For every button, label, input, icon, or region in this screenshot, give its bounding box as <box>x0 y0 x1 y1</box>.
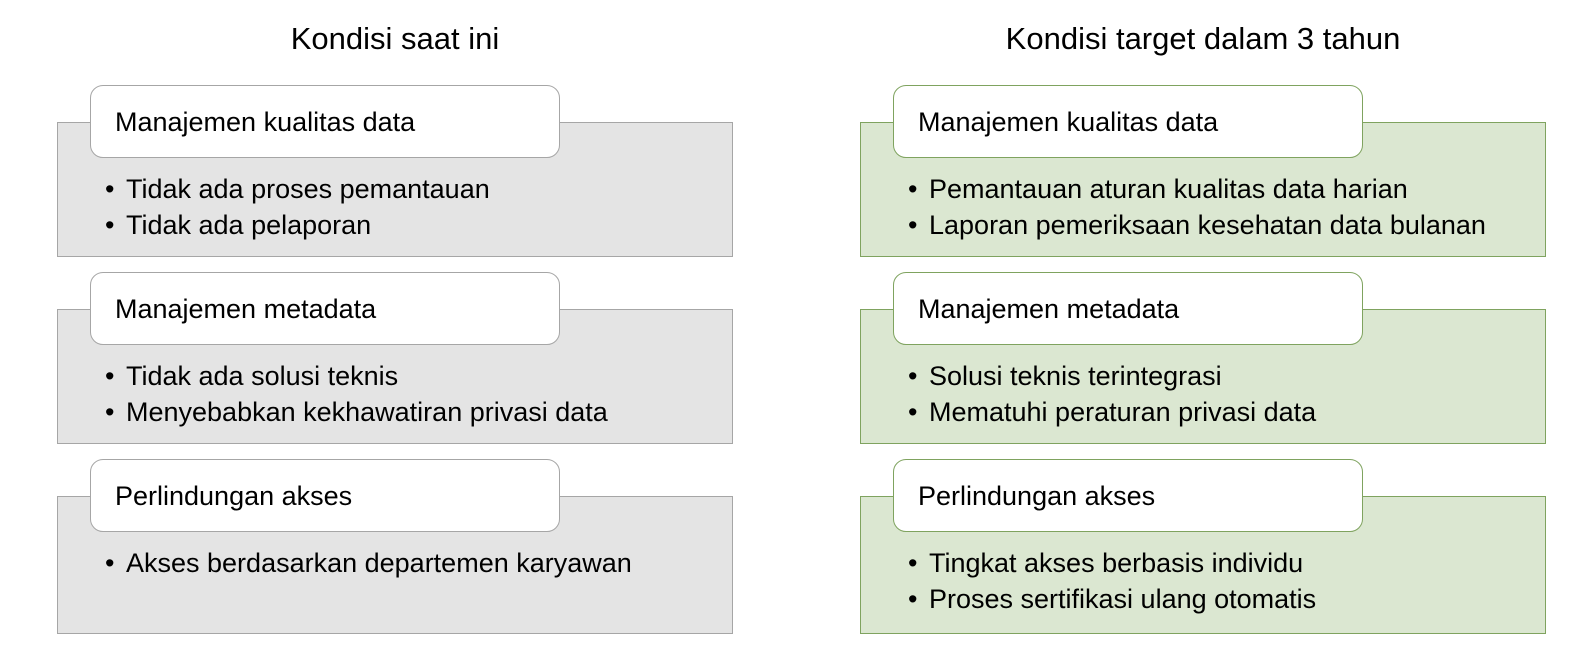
card-bullet-list: Tidak ada solusi teknis Menyebabkan kekh… <box>105 358 608 430</box>
list-item: Tidak ada proses pemantauan <box>105 171 490 207</box>
list-item: Akses berdasarkan departemen karyawan <box>105 545 632 581</box>
card-header-chip[interactable]: Manajemen metadata <box>893 272 1363 345</box>
list-item: Laporan pemeriksaan kesehatan data bulan… <box>908 207 1486 243</box>
card-bullet-list: Akses berdasarkan departemen karyawan <box>105 545 632 581</box>
card-header-label: Perlindungan akses <box>115 480 353 511</box>
card-bullet-list: Pemantauan aturan kualitas data harian L… <box>908 171 1486 243</box>
list-item: Proses sertifikasi ulang otomatis <box>908 581 1316 617</box>
card-header-label: Manajemen metadata <box>918 293 1180 324</box>
card-header-label: Manajemen kualitas data <box>918 106 1219 137</box>
list-item: Tingkat akses berbasis individu <box>908 545 1316 581</box>
list-item: Tidak ada solusi teknis <box>105 358 608 394</box>
list-item: Pemantauan aturan kualitas data harian <box>908 171 1486 207</box>
list-item: Tidak ada pelaporan <box>105 207 490 243</box>
card-header-chip[interactable]: Manajemen kualitas data <box>893 85 1363 158</box>
card-header-label: Manajemen kualitas data <box>115 106 416 137</box>
list-item: Menyebabkan kekhawatiran privasi data <box>105 394 608 430</box>
card-header-label: Manajemen metadata <box>115 293 377 324</box>
card-header-chip[interactable]: Manajemen metadata <box>90 272 560 345</box>
column-title-current-state: Kondisi saat ini <box>290 21 500 56</box>
column-title-target-state: Kondisi target dalam 3 tahun <box>1005 21 1401 56</box>
card-bullet-list: Solusi teknis terintegrasi Mematuhi pera… <box>908 358 1316 430</box>
card-header-chip[interactable]: Perlindungan akses <box>90 459 560 532</box>
card-bullet-list: Tidak ada proses pemantauan Tidak ada pe… <box>105 171 490 243</box>
card-header-chip[interactable]: Manajemen kualitas data <box>90 85 560 158</box>
list-item: Mematuhi peraturan privasi data <box>908 394 1316 430</box>
card-header-chip[interactable]: Perlindungan akses <box>893 459 1363 532</box>
card-bullet-list: Tingkat akses berbasis individu Proses s… <box>908 545 1316 617</box>
list-item: Solusi teknis terintegrasi <box>908 358 1316 394</box>
card-header-label: Perlindungan akses <box>918 480 1156 511</box>
